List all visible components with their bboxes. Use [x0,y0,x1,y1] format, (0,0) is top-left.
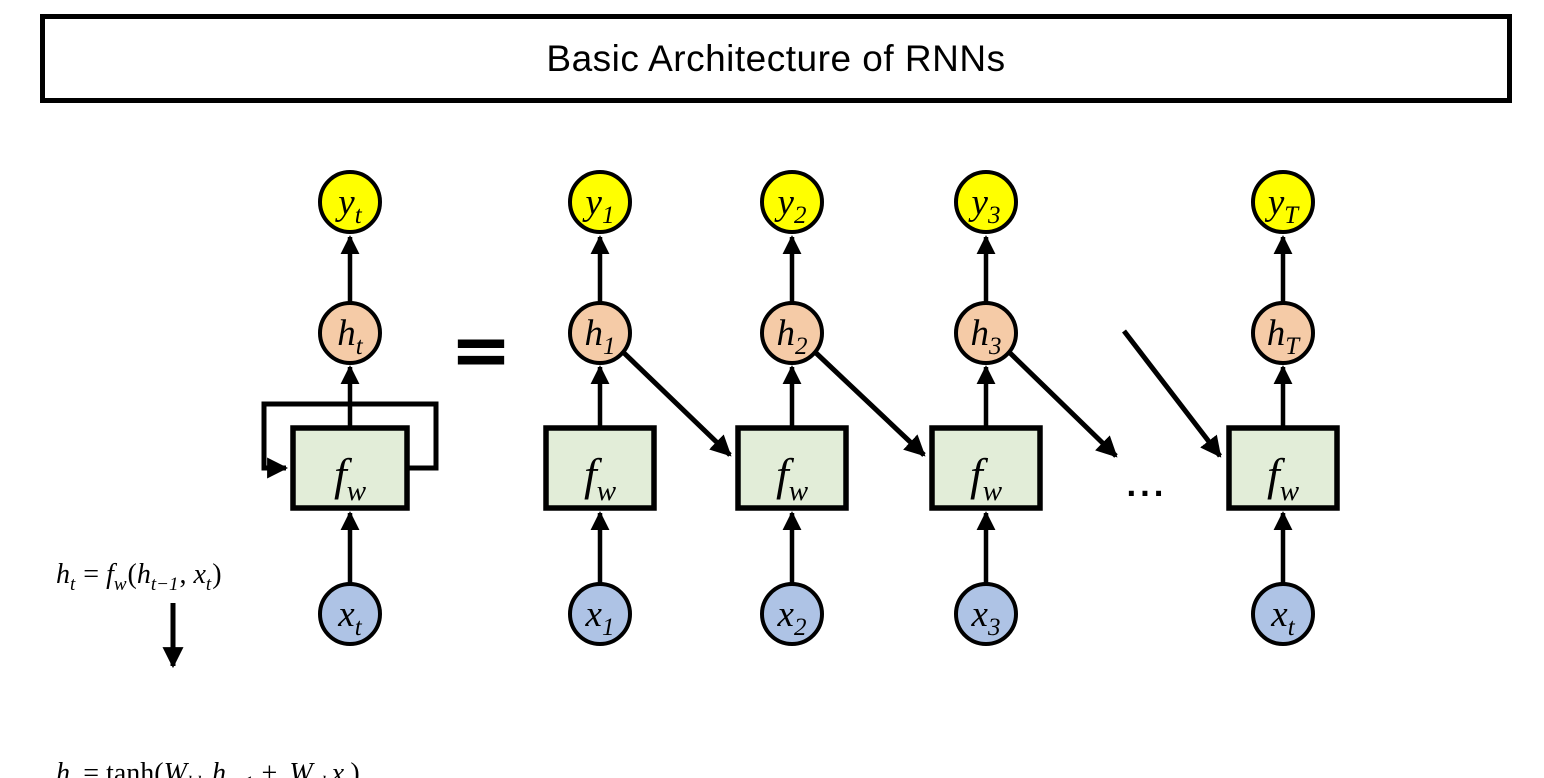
hidden-node-label: h2 [777,313,808,360]
arrow-h2-to-fw3 [813,350,926,457]
input-node [1251,582,1315,646]
fw-cell-box [290,425,410,511]
hidden-node-label: h3 [971,313,1002,360]
input-node-label: xt [337,594,362,641]
equation-recurrence: ht = fw(ht−1, xt) [56,559,222,595]
input-node-label: x3 [971,594,1001,641]
hidden-node-label: hT [1267,313,1302,360]
hidden-node [954,301,1018,365]
output-node [568,170,632,234]
hidden-node-label: h1 [585,313,616,360]
equation-block: ht = tanh(Whhht−1 + Wxhxt) yt = Whyht [56,686,360,778]
output-node-label: yT [1264,182,1300,229]
input-node [318,582,382,646]
output-node [1251,170,1315,234]
hidden-node [318,301,382,365]
input-node [568,582,632,646]
arrow-dots-to-fwT [1122,329,1222,458]
hidden-node [568,301,632,365]
equals-sign: = [450,307,512,393]
output-node [760,170,824,234]
page-title: Basic Architecture of RNNs [546,37,1006,79]
input-node [954,582,1018,646]
input-node [760,582,824,646]
output-node [318,170,382,234]
unrolled-column-T: fw yT hT xt [1226,170,1340,646]
input-node-label: x1 [585,594,615,641]
hidden-node [1251,301,1315,365]
output-node-label: y1 [582,182,615,229]
single-rnn-cell: fw yt ht xt [261,170,439,646]
hidden-node-label: ht [337,313,364,360]
input-node-label: xt [1270,594,1295,641]
equation-tanh: ht = tanh(Whhht−1 + Wxhxt) [56,758,360,778]
unrolled-column-3: fw y3 h3 x3 [929,170,1118,646]
fw-cell-box [929,425,1043,511]
output-node [954,170,1018,234]
fw-cell-box [543,425,657,511]
hidden-node [760,301,824,365]
unrolled-column-1: fw y1 h1 x1 [543,170,732,646]
fw-cell-box [735,425,849,511]
arrow-h3-to-dots [1007,350,1118,458]
output-node-label: y2 [774,182,807,229]
unrolled-column-2: fw y2 h2 x2 [735,170,926,646]
output-node-label: y3 [968,182,1001,229]
ellipsis: ... [1126,470,1167,503]
arrow-h1-to-fw2 [621,350,732,457]
title-box: Basic Architecture of RNNs [40,14,1512,103]
input-node-label: x2 [777,594,807,641]
fw-cell-box [1226,425,1340,511]
output-node-label: yt [334,182,362,229]
